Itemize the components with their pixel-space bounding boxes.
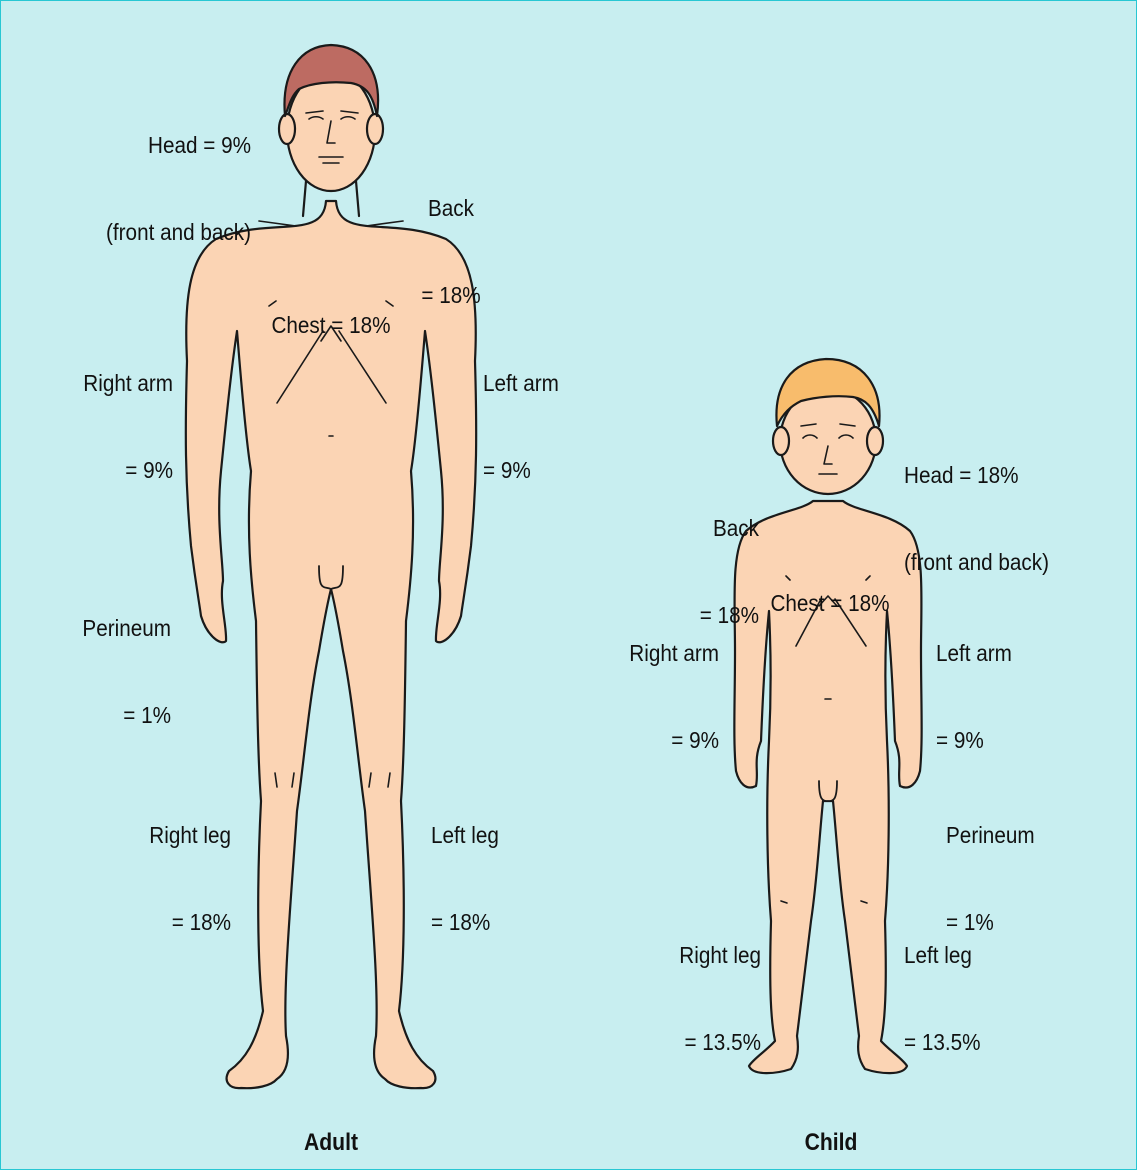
adult-ear-left [279, 114, 295, 144]
child-perineum [819, 781, 837, 801]
child-left-arm-name: Left arm [936, 639, 1062, 668]
child-right-leg-value: = 13.5% [617, 1028, 761, 1057]
adult-right-arm-value: = 9% [36, 456, 173, 485]
adult-head-value: Head = 9% [62, 131, 251, 160]
adult-left-arm-name: Left arm [483, 369, 609, 398]
adult-right-leg-name: Right leg [78, 821, 231, 850]
adult-right-leg-label: Right leg = 18% [78, 763, 231, 966]
adult-perineum-name: Perineum [36, 614, 171, 643]
child-head-note: (front and back) [904, 548, 1093, 577]
child-left-arm-label: Left arm = 9% [936, 581, 1062, 784]
child-chest-value: Chest = 18% [750, 589, 910, 618]
child-figure [734, 359, 921, 1073]
child-right-arm-value: = 9% [586, 726, 719, 755]
child-ear-left [773, 427, 789, 455]
child-head-value: Head = 18% [904, 461, 1093, 490]
adult-back-label: Back = 18% [402, 136, 501, 339]
child-right-leg-label: Right leg = 13.5% [617, 883, 761, 1086]
adult-left-arm-label: Left arm = 9% [483, 311, 609, 514]
child-left-leg-value: = 13.5% [904, 1028, 1030, 1057]
adult-head-note: (front and back) [62, 218, 251, 247]
adult-chest-value: Chest = 18% [250, 311, 412, 340]
child-chest-label: Chest = 18% [750, 531, 910, 647]
adult-perineum-label: Perineum = 1% [36, 556, 171, 759]
child-head-label: Head = 18% (front and back) [904, 403, 1093, 606]
adult-head-label: Head = 9% (front and back) [62, 73, 251, 276]
adult-right-arm-label: Right arm = 9% [36, 311, 173, 514]
adult-ear-right [367, 114, 383, 144]
child-back-name: Back [653, 514, 759, 543]
adult-caption: Adult [287, 1129, 375, 1157]
child-left-leg-label: Left leg = 13.5% [904, 883, 1030, 1086]
adult-left-leg-name: Left leg [431, 821, 557, 850]
adult-left-leg-label: Left leg = 18% [431, 763, 557, 966]
adult-back-name: Back [402, 194, 501, 223]
child-right-arm-label: Right arm = 9% [586, 581, 719, 784]
adult-perineum [319, 566, 343, 589]
adult-perineum-value: = 1% [36, 701, 171, 730]
child-ear-right [867, 427, 883, 455]
child-left-arm-value: = 9% [936, 726, 1062, 755]
child-right-arm-name: Right arm [586, 639, 719, 668]
child-left-leg-name: Left leg [904, 941, 1030, 970]
adult-back-value: = 18% [402, 281, 501, 310]
child-perineum-name: Perineum [946, 821, 1081, 850]
child-caption: Child [787, 1129, 875, 1157]
child-right-leg-name: Right leg [617, 941, 761, 970]
adult-right-arm-name: Right arm [36, 369, 173, 398]
adult-right-leg-value: = 18% [78, 908, 231, 937]
adult-left-leg-value: = 18% [431, 908, 557, 937]
adult-left-arm-value: = 9% [483, 456, 609, 485]
adult-chest-label: Chest = 18% [250, 253, 412, 369]
